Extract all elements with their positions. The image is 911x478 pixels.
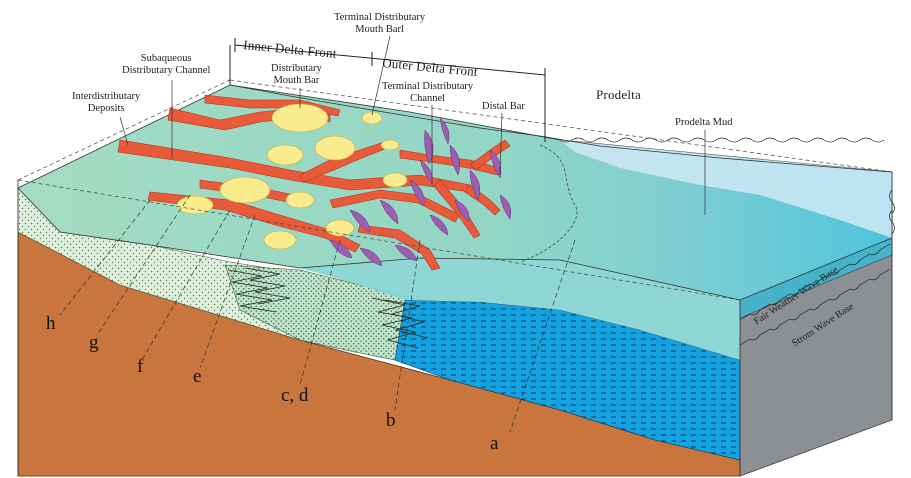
zone-bars [229, 38, 546, 142]
interdistributary-label: Interdistributary Deposits [72, 91, 141, 114]
wave-base-lines [559, 137, 895, 346]
distal-bar-label: Distal Bar [482, 101, 525, 112]
letter-leaders [59, 194, 576, 433]
delta-front-boundary [519, 144, 578, 263]
prodelta-mud-label: Prodelta Mud [675, 117, 733, 128]
letter-cd: c, d [281, 385, 309, 406]
prodelta-label: Prodelta [596, 87, 641, 102]
shelf-water [560, 140, 892, 238]
block-edges [17, 172, 893, 476]
letter-g: g [89, 332, 99, 353]
letter-b: b [386, 410, 396, 431]
block-outline [17, 79, 893, 301]
distal-bars [329, 117, 512, 267]
terminal-channel-label: Terminal Distributary Channel [382, 81, 474, 104]
letter-a: a [490, 433, 499, 454]
mouth-bars [176, 103, 408, 250]
interfingering-zone [227, 267, 429, 349]
letter-h: h [46, 313, 56, 334]
label-leaders [119, 35, 706, 215]
water-column [300, 258, 740, 360]
letter-f: f [137, 356, 144, 377]
distributary-mouth-bar-label: Distributary Mouth Bar [271, 63, 322, 86]
subaqueous-channel-label: Subaqueous Distributary Channel [122, 53, 211, 76]
letter-e: e [193, 366, 202, 387]
terminal-mouth-bar-label: Terminal Distributary Mouth Barl [334, 12, 426, 35]
shoreline-edge [229, 84, 893, 173]
